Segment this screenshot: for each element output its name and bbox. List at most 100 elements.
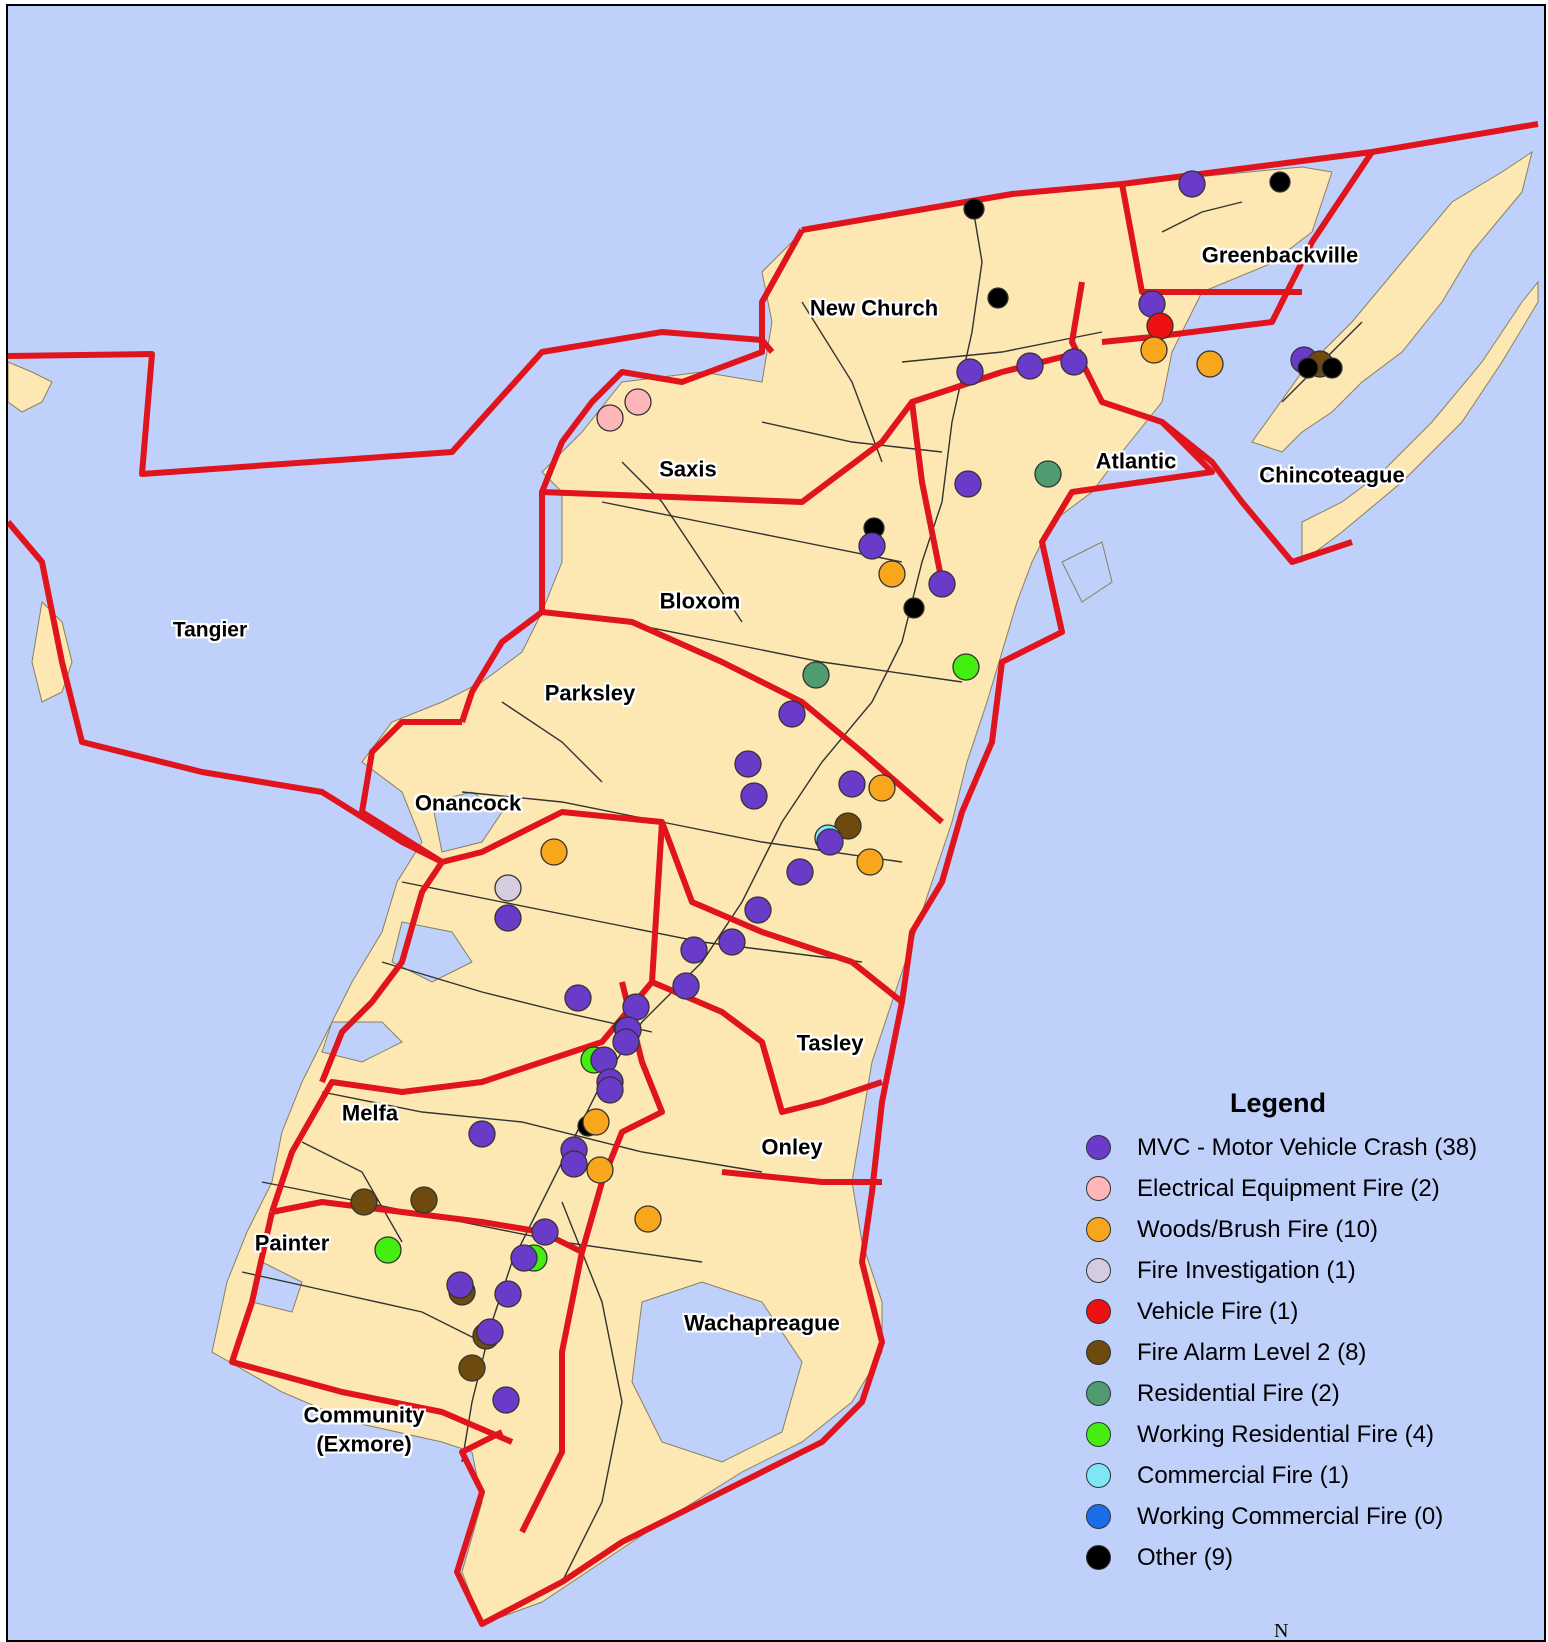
incident-marker-mvc — [778, 700, 806, 728]
incident-marker-woods — [634, 1205, 662, 1233]
legend-label-electrical: Electrical Equipment Fire (2) — [1137, 1174, 1440, 1202]
incident-marker-mvc — [956, 358, 984, 386]
incident-marker-mvc — [494, 904, 522, 932]
label-new-church: New Church — [809, 295, 939, 321]
incident-marker-investigation — [494, 874, 522, 902]
legend-item-electrical: Electrical Equipment Fire (2) — [1078, 1168, 1538, 1209]
legend-title: Legend — [1229, 1088, 1326, 1118]
legend-label-working_residential: Working Residential Fire (4) — [1137, 1420, 1434, 1448]
legend-item-investigation: Fire Investigation (1) — [1078, 1250, 1538, 1291]
incident-marker-other — [1321, 357, 1343, 379]
incident-marker-mvc — [564, 984, 592, 1012]
legend-item-alarm2: Fire Alarm Level 2 (8) — [1078, 1332, 1538, 1373]
incident-marker-other — [1269, 171, 1291, 193]
north-arrow-label: N — [1274, 1620, 1289, 1642]
incident-marker-woods — [586, 1156, 614, 1184]
label-greenbackville: Greenbackville — [1201, 242, 1359, 268]
legend-swatch-woods — [1086, 1217, 1111, 1242]
legend-item-vehicle: Vehicle Fire (1) — [1078, 1291, 1538, 1332]
legend-label-residential: Residential Fire (2) — [1137, 1379, 1340, 1407]
incident-marker-alarm2 — [410, 1186, 438, 1214]
incident-points — [350, 170, 1343, 1414]
legend: Legend MVC - Motor Vehicle Crash (38) Ele… — [1078, 1088, 1538, 1578]
incident-marker-mvc — [1016, 352, 1044, 380]
incident-marker-mvc — [531, 1218, 559, 1246]
incident-marker-residential — [802, 661, 830, 689]
incident-marker-working_residential — [952, 653, 980, 681]
incident-marker-mvc — [1060, 348, 1088, 376]
legend-item-woods: Woods/Brush Fire (10) — [1078, 1209, 1538, 1250]
label-chincoteague: Chincoteague — [1259, 462, 1405, 488]
legend-swatch-working_commercial — [1086, 1504, 1111, 1529]
incident-marker-woods — [540, 838, 568, 866]
legend-swatch-electrical — [1086, 1176, 1111, 1201]
legend-label-vehicle: Vehicle Fire (1) — [1137, 1297, 1299, 1325]
incident-marker-woods — [868, 774, 896, 802]
incident-marker-mvc — [476, 1318, 504, 1346]
label-onancock: Onancock — [414, 790, 522, 816]
tangier-west-island — [8, 361, 53, 413]
incident-marker-electrical — [624, 388, 652, 416]
legend-item-commercial: Commercial Fire (1) — [1078, 1455, 1538, 1496]
tangier-island — [31, 600, 73, 703]
incident-marker-mvc — [492, 1386, 520, 1414]
incident-marker-mvc — [838, 770, 866, 798]
incident-marker-mvc — [954, 470, 982, 498]
incident-marker-alarm2 — [834, 812, 862, 840]
label-tangier: Tangier — [172, 618, 248, 642]
legend-label-alarm2: Fire Alarm Level 2 (8) — [1137, 1338, 1367, 1366]
incident-marker-mvc — [612, 1028, 640, 1056]
incident-marker-mvc — [560, 1150, 588, 1178]
incident-marker-mvc — [786, 858, 814, 886]
legend-swatch-commercial — [1086, 1463, 1111, 1488]
label-painter: Painter — [254, 1230, 330, 1256]
district-boundaries — [8, 121, 1539, 1627]
incident-marker-mvc — [734, 750, 762, 778]
label-community: Community (Exmore) — [303, 1402, 425, 1456]
incident-marker-mvc — [672, 972, 700, 1000]
incident-marker-other — [963, 198, 985, 220]
legend-swatch-mvc — [1086, 1135, 1111, 1160]
county-map — [8, 6, 1544, 1640]
incident-marker-working_residential — [374, 1236, 402, 1264]
incident-marker-mvc — [858, 532, 886, 560]
label-onley: Onley — [761, 1134, 823, 1160]
legend-label-other: Other (9) — [1137, 1543, 1234, 1571]
legend-item-residential: Residential Fire (2) — [1078, 1373, 1538, 1414]
label-parksley: Parksley — [544, 680, 636, 706]
legend-item-other: Other (9) — [1078, 1537, 1538, 1578]
map-frame: Greenbackville New Church Saxis Atlantic… — [6, 4, 1546, 1642]
incident-marker-mvc — [622, 993, 650, 1021]
barrier-island — [1301, 280, 1539, 563]
incident-marker-woods — [856, 848, 884, 876]
label-tasley: Tasley — [796, 1030, 864, 1056]
incident-marker-mvc — [680, 936, 708, 964]
incident-marker-mvc — [510, 1244, 538, 1272]
legend-swatch-other — [1086, 1545, 1111, 1570]
legend-label-mvc: MVC - Motor Vehicle Crash (38) — [1137, 1133, 1478, 1161]
incident-marker-other — [987, 287, 1009, 309]
incident-marker-other — [1297, 357, 1319, 379]
incident-marker-mvc — [1178, 170, 1206, 198]
legend-label-commercial: Commercial Fire (1) — [1137, 1461, 1350, 1489]
label-bloxom: Bloxom — [659, 588, 741, 614]
legend-swatch-alarm2 — [1086, 1340, 1111, 1365]
legend-swatch-working_residential — [1086, 1422, 1111, 1447]
label-saxis: Saxis — [659, 456, 717, 482]
legend-item-mvc: MVC - Motor Vehicle Crash (38) — [1078, 1127, 1538, 1168]
incident-marker-mvc — [928, 570, 956, 598]
legend-swatch-vehicle — [1086, 1299, 1111, 1324]
incident-marker-mvc — [468, 1120, 496, 1148]
incident-marker-alarm2 — [350, 1188, 378, 1216]
label-melfa: Melfa — [341, 1100, 399, 1126]
incident-marker-woods — [582, 1108, 610, 1136]
label-atlantic: Atlantic — [1095, 448, 1177, 474]
incident-marker-mvc — [446, 1271, 474, 1299]
incident-marker-mvc — [740, 782, 768, 810]
label-wachapreague: Wachapreague — [684, 1310, 840, 1336]
incident-marker-mvc — [744, 896, 772, 924]
incident-marker-mvc — [596, 1076, 624, 1104]
incident-marker-electrical — [596, 404, 624, 432]
legend-swatch-residential — [1086, 1381, 1111, 1406]
incident-marker-mvc — [816, 828, 844, 856]
